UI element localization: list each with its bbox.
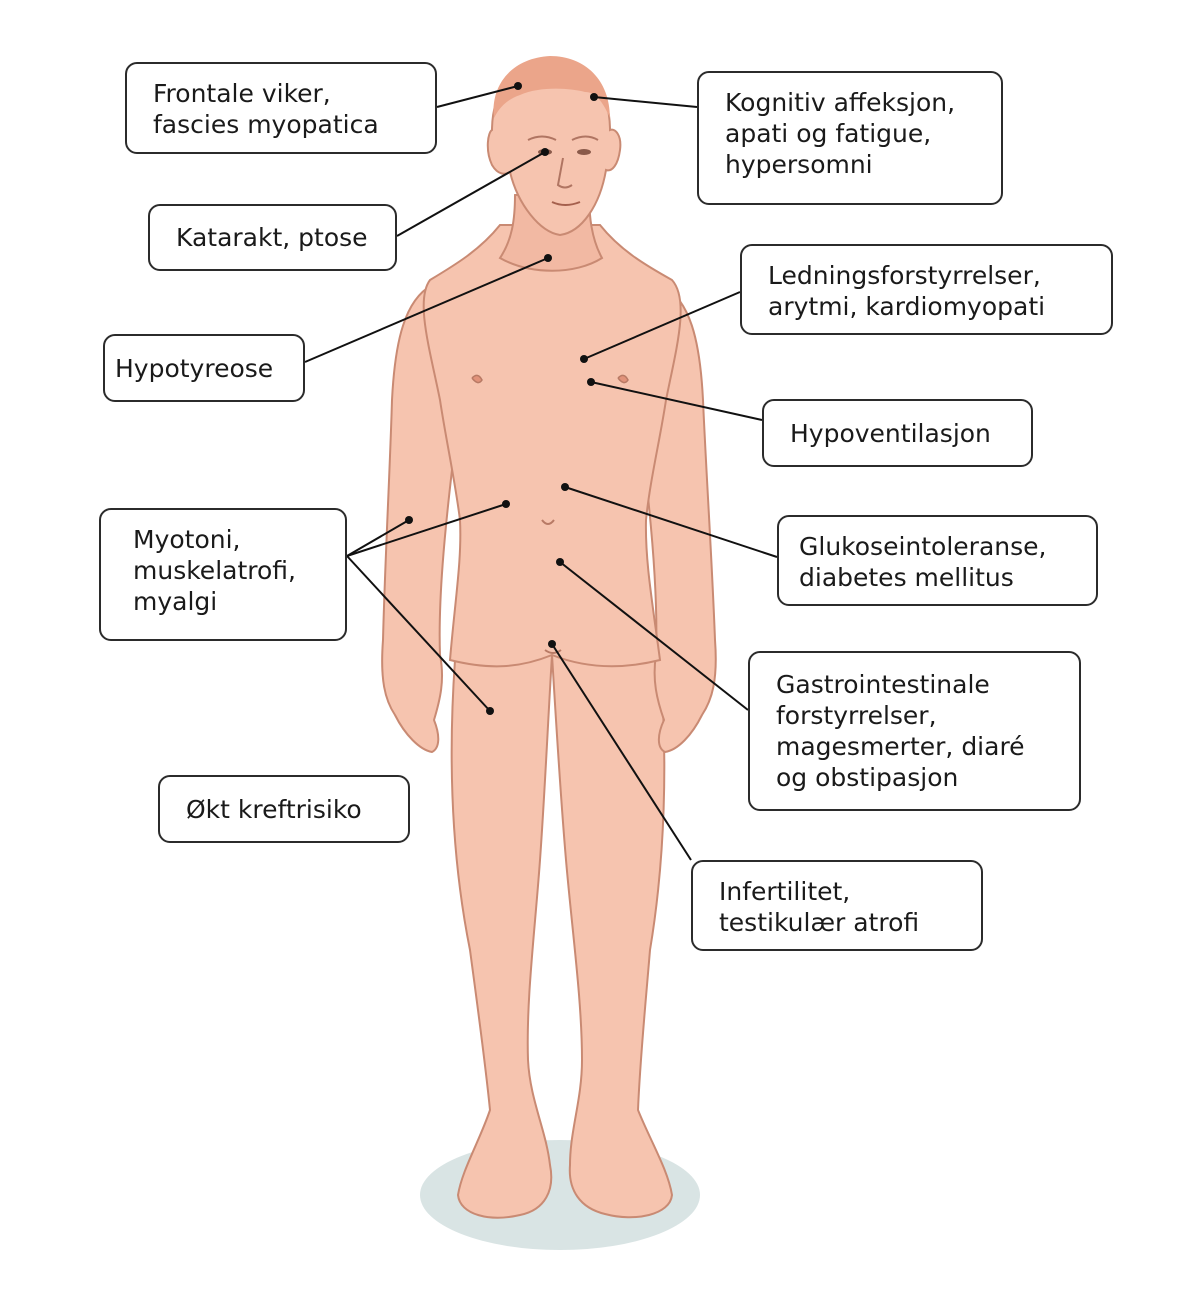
label-kreft-line-1: Økt kreftrisiko	[186, 794, 362, 824]
label-katarakt: Katarakt, ptose	[148, 204, 397, 271]
mouth	[551, 201, 581, 206]
hair	[493, 56, 610, 118]
dot-heart	[580, 355, 588, 363]
right-nipple	[617, 374, 629, 384]
leader-lines	[304, 85, 778, 861]
label-frontale: Frontale viker, fascies myopatica	[125, 62, 437, 154]
dot-lower-abdomen	[556, 558, 564, 566]
dot-abdomen-side	[502, 500, 510, 508]
label-kognitiv-line-2: apati og fatigue,	[725, 119, 932, 148]
label-frontale-line-1: Frontale viker,	[153, 79, 331, 108]
dot-groin	[548, 640, 556, 648]
leader-frontale	[436, 85, 519, 108]
right-eyebrow	[571, 135, 599, 141]
label-gastro-line-1: Gastrointestinale	[776, 670, 990, 699]
dot-chest	[587, 378, 595, 386]
label-gastro-line-3: magesmerter, diaré	[776, 732, 1025, 761]
label-ledning: Ledningsforstyrrelser, arytmi, kardiomyo…	[740, 244, 1113, 335]
label-hypotyreose-line-1: Hypotyreose	[115, 353, 274, 383]
label-hypotyreose: Hypotyreose	[103, 334, 305, 402]
label-hypoventilasjon: Hypoventilasjon	[762, 399, 1033, 467]
dot-arm	[405, 516, 413, 524]
right-leg	[550, 653, 674, 1219]
groin	[544, 649, 562, 654]
dot-throat	[544, 254, 552, 262]
label-myotoni-line-2: muskelatrofi,	[133, 556, 296, 585]
label-myotoni: Myotoni, muskelatrofi, myalgi	[99, 508, 347, 641]
label-glukose: Glukoseintoleranse, diabetes mellitus	[777, 515, 1098, 606]
label-hypoventilasjon-line-1: Hypoventilasjon	[790, 418, 991, 448]
leader-infertilitet	[551, 643, 692, 861]
leader-katarakt	[396, 151, 546, 237]
head	[486, 56, 622, 237]
right-eye	[577, 149, 591, 155]
label-kognitiv: Kognitiv affeksjon, apati og fatigue, hy…	[697, 71, 1003, 205]
dot-eye	[541, 148, 549, 156]
leader-kognitiv	[593, 96, 698, 108]
leader-myotoni-arm	[346, 519, 410, 557]
leader-hypoventilasjon	[590, 381, 763, 421]
label-kognitiv-line-1: Kognitiv affeksjon,	[725, 88, 956, 117]
label-frontale-line-2: fascies myopatica	[153, 110, 379, 139]
leader-gastro	[559, 561, 749, 711]
dot-hairline	[514, 82, 522, 90]
left-eyebrow	[527, 135, 557, 141]
label-myotoni-line-3: myalgi	[133, 587, 218, 616]
leader-myotoni-belly	[346, 503, 507, 557]
label-katarakt-line-1: Katarakt, ptose	[176, 223, 368, 252]
label-gastro: Gastrointestinale forstyrrelser, magesme…	[748, 651, 1081, 811]
label-infertilitet-line-2: testikulær atrofi	[719, 908, 920, 937]
label-glukose-line-2: diabetes mellitus	[799, 563, 1014, 592]
label-gastro-line-4: og obstipasjon	[776, 763, 959, 792]
label-glukose-line-1: Glukoseintoleranse,	[799, 532, 1047, 561]
label-infertilitet-line-1: Infertilitet,	[719, 877, 851, 906]
label-ledning-line-1: Ledningsforstyrrelser,	[768, 261, 1041, 290]
nose	[556, 157, 573, 189]
leader-ledning	[583, 291, 741, 360]
label-ledning-line-2: arytmi, kardiomyopati	[768, 292, 1046, 321]
leader-glukose	[564, 486, 778, 558]
dot-upper-abdomen	[561, 483, 569, 491]
left-leg	[450, 653, 554, 1219]
dot-thigh	[486, 707, 494, 715]
label-kognitiv-line-3: hypersomni	[725, 150, 873, 179]
left-nipple	[471, 374, 483, 384]
label-infertilitet: Infertilitet, testikulær atrofi	[691, 860, 983, 951]
leader-hypotyreose	[304, 257, 549, 363]
torso	[422, 224, 682, 668]
label-kreft: Økt kreftrisiko	[158, 775, 410, 843]
label-gastro-line-2: forstyrrelser,	[776, 701, 937, 730]
leader-myotoni-leg	[346, 555, 491, 712]
navel	[541, 519, 555, 525]
dot-forehead	[590, 93, 598, 101]
anchor-dots	[405, 82, 598, 715]
label-myotoni-line-1: Myotoni,	[133, 525, 241, 554]
